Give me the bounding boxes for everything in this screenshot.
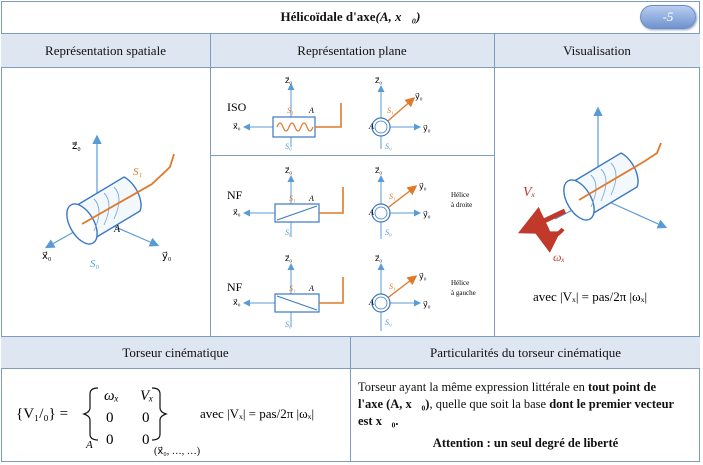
svg-text:x⃗₀: x⃗₀ [233, 208, 241, 217]
page-title: Hélicoïdale d'axe (A, x⃗₀) [1, 1, 700, 34]
header-torseur: Torseur cinématique [1, 337, 350, 369]
svg-text:z⃗₀: z⃗₀ [285, 166, 292, 175]
title-axis: (A, x⃗₀) [375, 9, 421, 24]
divider [210, 34, 211, 336]
note-right-1: Hélice [451, 191, 469, 199]
visual-figure: Vₓ ωₓ avec |Vₓ| = pas/2π |ωₓ| [517, 106, 668, 304]
row-label-nf-left: NF [227, 280, 243, 294]
visual-formula: avec |Vₓ| = pas/2π |ωₓ| [533, 289, 647, 304]
row-label-iso: ISO [227, 100, 247, 114]
nf-left-front-view: z⃗₀ y⃗₀ y⃗₀ S₁ A S₀ [368, 254, 431, 331]
row-label-nf-right: NF [227, 188, 243, 202]
sheet-number-badge: -5 [640, 5, 696, 29]
s0-label: S₀ [90, 258, 100, 270]
svg-text:A: A [308, 194, 314, 203]
iso-side-view: z⃗₀ x⃗₀ S₁ A S₀ [233, 76, 342, 151]
header-visual: Visualisation [494, 34, 700, 68]
svg-text:S₀: S₀ [285, 228, 292, 237]
svg-text:y⃗₀: y⃗₀ [415, 92, 423, 101]
right-brace [151, 387, 168, 441]
a-label: A [113, 224, 121, 235]
svg-text:S₁: S₁ [389, 282, 396, 291]
svg-text:y⃗₀: y⃗₀ [419, 272, 427, 281]
divider [210, 155, 494, 156]
wx-label: ωₓ [553, 250, 565, 264]
svg-text:z⃗₀: z⃗₀ [285, 254, 292, 263]
header-plane: Représentation plane [210, 34, 494, 68]
svg-text:z⃗₀: z⃗₀ [285, 76, 292, 85]
title-text: Hélicoïdale d'axe [280, 9, 376, 24]
svg-text:y⃗₀: y⃗₀ [423, 124, 431, 133]
x0-label: x⃗₀ [42, 251, 52, 262]
svg-text:S₁: S₁ [287, 106, 294, 115]
nf-left-side-view: z⃗₀ x⃗₀ S₁ A S₀ [233, 254, 344, 329]
divider [350, 336, 351, 462]
svg-text:S₁: S₁ [289, 284, 296, 293]
svg-text:A: A [368, 208, 374, 217]
wx-arrow [533, 227, 565, 253]
svg-text:S₀: S₀ [285, 320, 292, 329]
s1-label: S₁ [133, 166, 143, 178]
torseur-condition: avec |Vₓ| = pas/2π |ωₓ| [200, 406, 314, 421]
s1-shaft [81, 153, 175, 225]
y0-label: y⃗₀ [162, 251, 172, 262]
s1-shaft [578, 142, 662, 201]
iso-front-view: z⃗₀ y⃗₀ y⃗₀ S₁ A S₀ [368, 76, 431, 151]
m11: ωₓ [104, 388, 119, 404]
svg-text:z⃗₀: z⃗₀ [375, 166, 382, 175]
note-right-2: à droite [451, 201, 472, 209]
torseur-lhs: {V₁/₀} = [16, 406, 68, 422]
m12: Vₓ [140, 388, 153, 404]
header-spatial: Représentation spatiale [1, 34, 210, 68]
nf-right-front-view: z⃗₀ y⃗₀ y⃗₀ S₁ A S₀ [368, 166, 431, 239]
note-left-2: à gauche [451, 289, 476, 297]
m21: 0 [106, 410, 114, 426]
svg-text:y⃗₀: y⃗₀ [423, 210, 431, 219]
svg-text:S₁: S₁ [289, 194, 296, 203]
svg-text:S₀: S₀ [385, 318, 392, 327]
m32: 0 [142, 432, 150, 448]
z0-label: z⃗₀ [72, 141, 81, 152]
plane-figure: ISO z⃗₀ x⃗₀ S₁ A S₀ z⃗₀ y⃗₀ y⃗₀ S₁ A S₀ … [227, 76, 476, 331]
header-particular: Particularités du torseur cinématique [351, 337, 700, 369]
svg-text:S₀: S₀ [385, 228, 392, 237]
m31: 0 [106, 432, 114, 448]
m22: 0 [142, 410, 150, 426]
svg-text:A: A [308, 106, 314, 115]
svg-text:A: A [308, 284, 314, 293]
svg-text:S₀: S₀ [285, 142, 292, 151]
left-brace [82, 387, 99, 441]
divider [494, 34, 495, 336]
attention-text: Attention : un seul degré de liberté [432, 436, 619, 450]
svg-text:A: A [368, 122, 374, 131]
particular-text: Torseur ayant la même expression littéra… [358, 380, 675, 428]
svg-text:y⃗₀: y⃗₀ [423, 300, 431, 309]
vx-label: Vₓ [523, 185, 536, 200]
svg-text:y⃗₀: y⃗₀ [419, 182, 427, 191]
svg-text:z⃗₀: z⃗₀ [375, 254, 382, 263]
spatial-figure: S₁ z⃗₀ x⃗₀ y⃗₀ A S₀ [42, 134, 175, 270]
svg-text:z⃗₀: z⃗₀ [375, 76, 382, 85]
torseur-basis: (x⃗₀, …, …) [154, 446, 200, 457]
torseur-point: A [85, 439, 93, 451]
svg-text:x⃗₀: x⃗₀ [233, 122, 241, 131]
note-left-1: Hélice [451, 279, 469, 287]
svg-text:x⃗₀: x⃗₀ [233, 298, 241, 307]
svg-text:S₀: S₀ [385, 142, 392, 151]
svg-text:S₁: S₁ [387, 106, 394, 115]
svg-text:A: A [368, 298, 374, 307]
torseur-figure: {V₁/₀} = ωₓ Vₓ 0 0 0 0 A (x⃗₀, …, …) ave… [16, 387, 314, 457]
nf-right-side-view: z⃗₀ x⃗₀ S₁ A S₀ [233, 166, 344, 237]
vx-arrow [517, 206, 567, 234]
svg-text:S₁: S₁ [389, 192, 396, 201]
